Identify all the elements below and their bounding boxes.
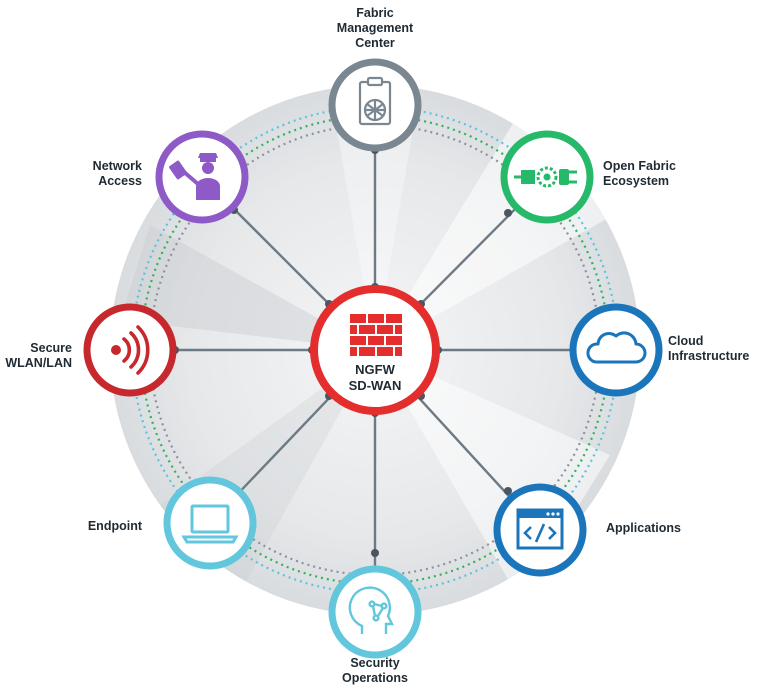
label-line: Applications xyxy=(606,521,682,535)
label-fabric-management-center: Fabric Management Center xyxy=(325,6,425,51)
label-line: Open Fabric xyxy=(603,159,676,173)
cloud-icon xyxy=(586,331,647,364)
label-line: Secure xyxy=(30,341,72,355)
hub-label: NGFW SD-WAN xyxy=(315,362,435,394)
label-line: Security xyxy=(350,656,400,670)
label-line: Fabric xyxy=(356,6,394,20)
label-line: WLAN/LAN xyxy=(5,356,72,370)
laptop-icon xyxy=(181,504,239,544)
label-secure-wlan-lan: Secure WLAN/LAN xyxy=(0,341,72,371)
label-line: Management xyxy=(336,21,414,35)
firewall-brick-icon xyxy=(350,314,402,356)
label-line: Access xyxy=(98,174,142,188)
code-window-icon xyxy=(516,508,564,550)
label-applications: Applications xyxy=(606,521,681,536)
clipboard-globe-icon xyxy=(358,76,392,126)
label-line: Ecosystem xyxy=(603,174,670,188)
hub-ngfw-sdwan[interactable] xyxy=(310,285,440,415)
node-endpoint[interactable] xyxy=(163,476,257,570)
node-fabric-management-center[interactable] xyxy=(328,58,422,152)
label-network-access: Network Access xyxy=(60,159,142,189)
label-line: Endpoint xyxy=(87,519,142,533)
label-line: Center xyxy=(355,36,395,50)
label-cloud-infrastructure: Cloud Infrastructure xyxy=(668,334,749,364)
label-open-fabric-ecosystem: Open Fabric Ecosystem xyxy=(603,159,676,189)
label-endpoint: Endpoint xyxy=(60,519,142,534)
officer-icon xyxy=(169,153,220,200)
hub-label-line2: SD-WAN xyxy=(348,378,402,393)
label-line: Infrastructure xyxy=(668,349,750,363)
node-cloud-infrastructure[interactable] xyxy=(569,303,663,397)
wireless-signal-icon xyxy=(111,325,150,375)
brain-circuit-icon xyxy=(348,586,394,634)
label-line: Network xyxy=(92,159,142,173)
node-network-access[interactable] xyxy=(155,130,249,224)
label-security-operations: Security Operations xyxy=(325,656,425,686)
label-line: Operations xyxy=(342,671,408,685)
label-line: Cloud xyxy=(668,334,704,348)
node-secure-wlan-lan[interactable] xyxy=(83,303,177,397)
node-security-operations[interactable] xyxy=(328,565,422,659)
node-applications[interactable] xyxy=(493,483,587,577)
hub-label-line1: NGFW xyxy=(355,362,395,377)
node-open-fabric-ecosystem[interactable] xyxy=(500,130,594,224)
plug-gear-icon xyxy=(514,166,577,188)
